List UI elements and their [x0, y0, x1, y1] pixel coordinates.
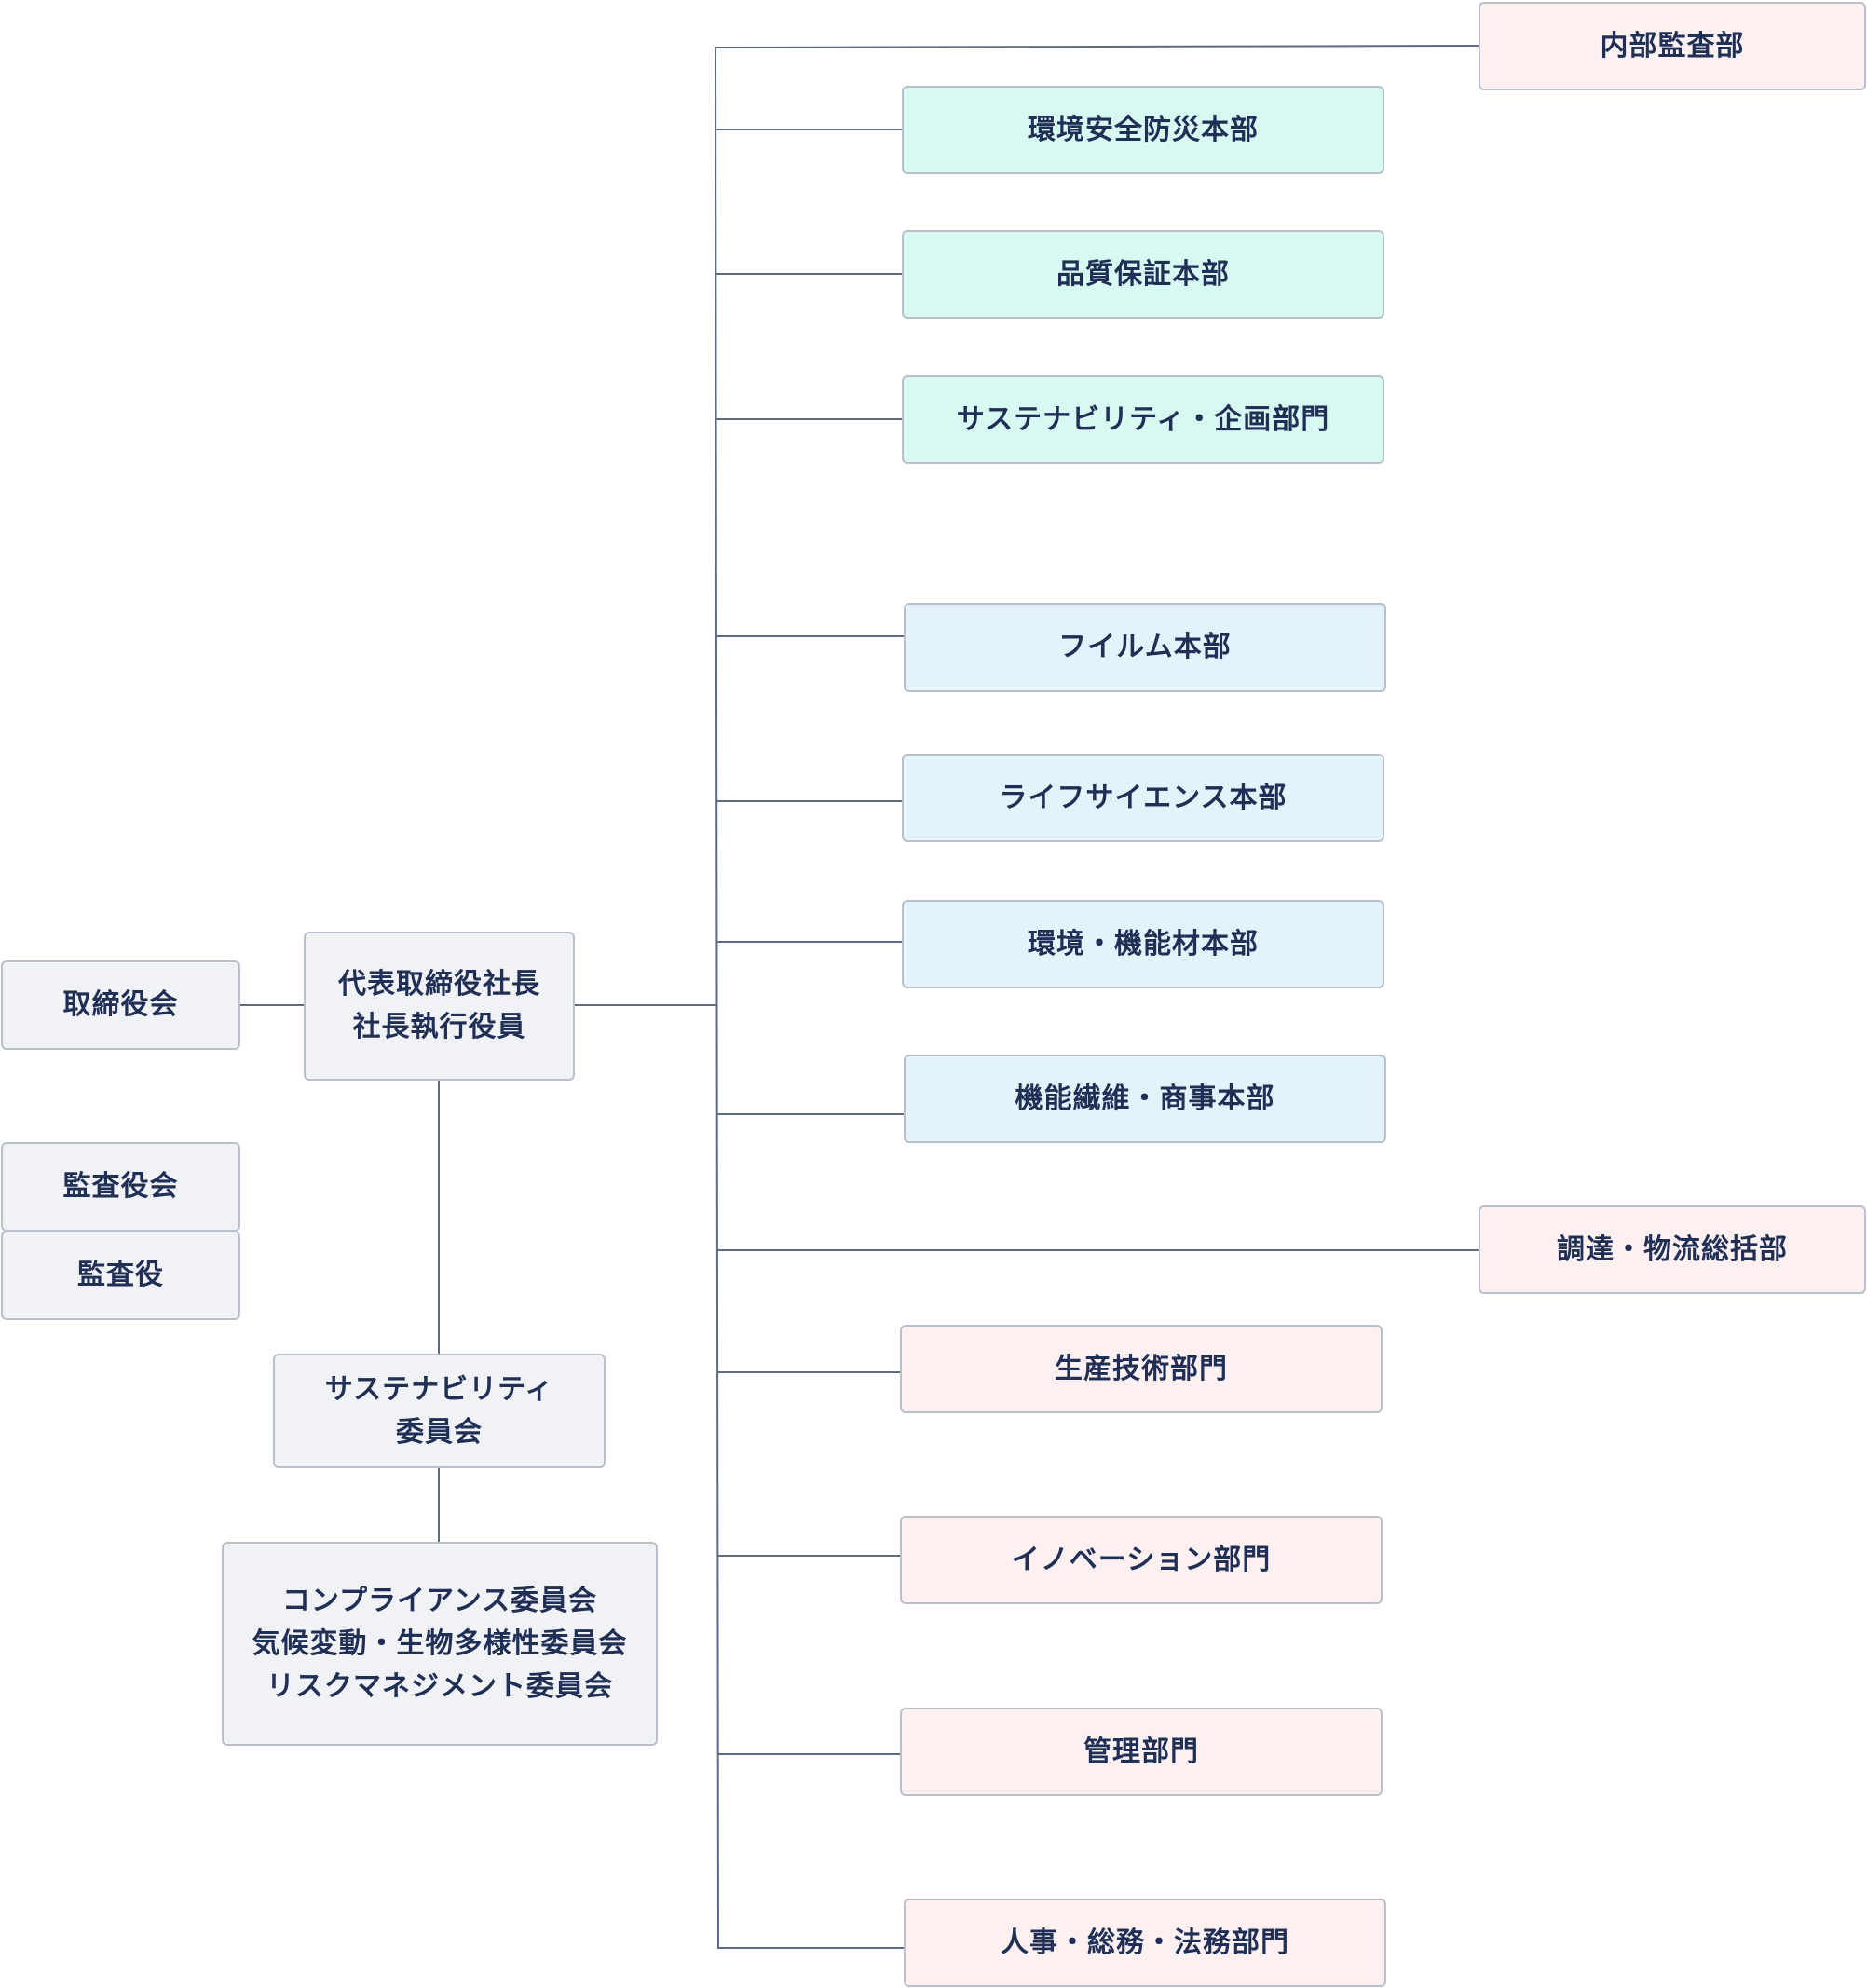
production-tech-label: 生産技術部門 [1055, 1352, 1228, 1385]
hr-general-legal-box: 人事・総務・法務部門 [904, 1899, 1386, 1987]
sustainability-committee-box: サステナビリティ 委員会 [273, 1354, 606, 1468]
quality-assurance-box: 品質保証本部 [902, 230, 1384, 319]
fiber-trading-label: 機能繊維・商事本部 [1015, 1082, 1275, 1115]
president-line-2: 社長執行役員 [352, 1011, 526, 1043]
sub-committees-box: コンプライアンス委員会 気候変動・生物多様性委員会 リスクマネジメント委員会 [222, 1542, 658, 1746]
sustainability-planning-label: サステナビリティ・企画部門 [956, 402, 1330, 436]
env-materials-label: 環境・機能材本部 [1028, 927, 1259, 960]
sustainability-planning-box: サステナビリティ・企画部門 [902, 375, 1384, 464]
quality-assurance-label: 品質保証本部 [1056, 257, 1230, 291]
env-safety-box: 環境安全防災本部 [902, 86, 1384, 174]
president-box: 代表取締役社長 社長執行役員 [304, 932, 575, 1081]
auditor-label: 監査役 [77, 1259, 164, 1291]
board-of-directors-box: 取締役会 [1, 960, 240, 1050]
compliance-committee: コンプライアンス委員会 [281, 1584, 598, 1617]
auditor-box: 監査役 [1, 1231, 240, 1320]
procurement-logistics-label: 調達・物流総括部 [1557, 1232, 1788, 1266]
env-materials-box: 環境・機能材本部 [902, 900, 1384, 988]
board-label: 取締役会 [62, 988, 179, 1021]
procurement-logistics-box: 調達・物流総括部 [1479, 1205, 1866, 1294]
innovation-box: イノベーション部門 [900, 1516, 1383, 1604]
audit-board-label: 監査役会 [62, 1170, 179, 1203]
film-division-label: フイルム本部 [1058, 631, 1232, 663]
life-science-box: ライフサイエンス本部 [902, 754, 1384, 842]
audit-board-box: 監査役会 [1, 1142, 240, 1232]
internal-audit-box: 内部監査部 [1479, 2, 1866, 90]
president-line-1: 代表取締役社長 [338, 968, 540, 1001]
hr-general-legal-label: 人事・総務・法務部門 [1001, 1926, 1289, 1959]
film-division-box: フイルム本部 [904, 603, 1386, 692]
risk-management-committee: リスクマネジメント委員会 [266, 1669, 613, 1703]
president-title: 代表取締役社長 社長執行役員 [338, 963, 540, 1049]
production-tech-box: 生産技術部門 [900, 1325, 1383, 1413]
sustainability-committee-line-1: サステナビリティ [324, 1372, 554, 1406]
env-safety-label: 環境安全防災本部 [1028, 113, 1259, 146]
internal-audit-label: 内部監査部 [1600, 29, 1745, 62]
management-label: 管理部門 [1083, 1735, 1199, 1768]
climate-biodiversity-committee: 気候変動・生物多様性委員会 [252, 1627, 628, 1660]
management-box: 管理部門 [900, 1708, 1383, 1796]
innovation-label: イノベーション部門 [1011, 1543, 1272, 1576]
sustainability-committee-title: サステナビリティ 委員会 [325, 1368, 554, 1454]
fiber-trading-box: 機能繊維・商事本部 [904, 1055, 1386, 1143]
life-science-label: ライフサイエンス本部 [999, 781, 1288, 814]
sustainability-committee-line-2: 委員会 [395, 1415, 483, 1449]
sub-committees-list: コンプライアンス委員会 気候変動・生物多様性委員会 リスクマネジメント委員会 [252, 1580, 628, 1709]
